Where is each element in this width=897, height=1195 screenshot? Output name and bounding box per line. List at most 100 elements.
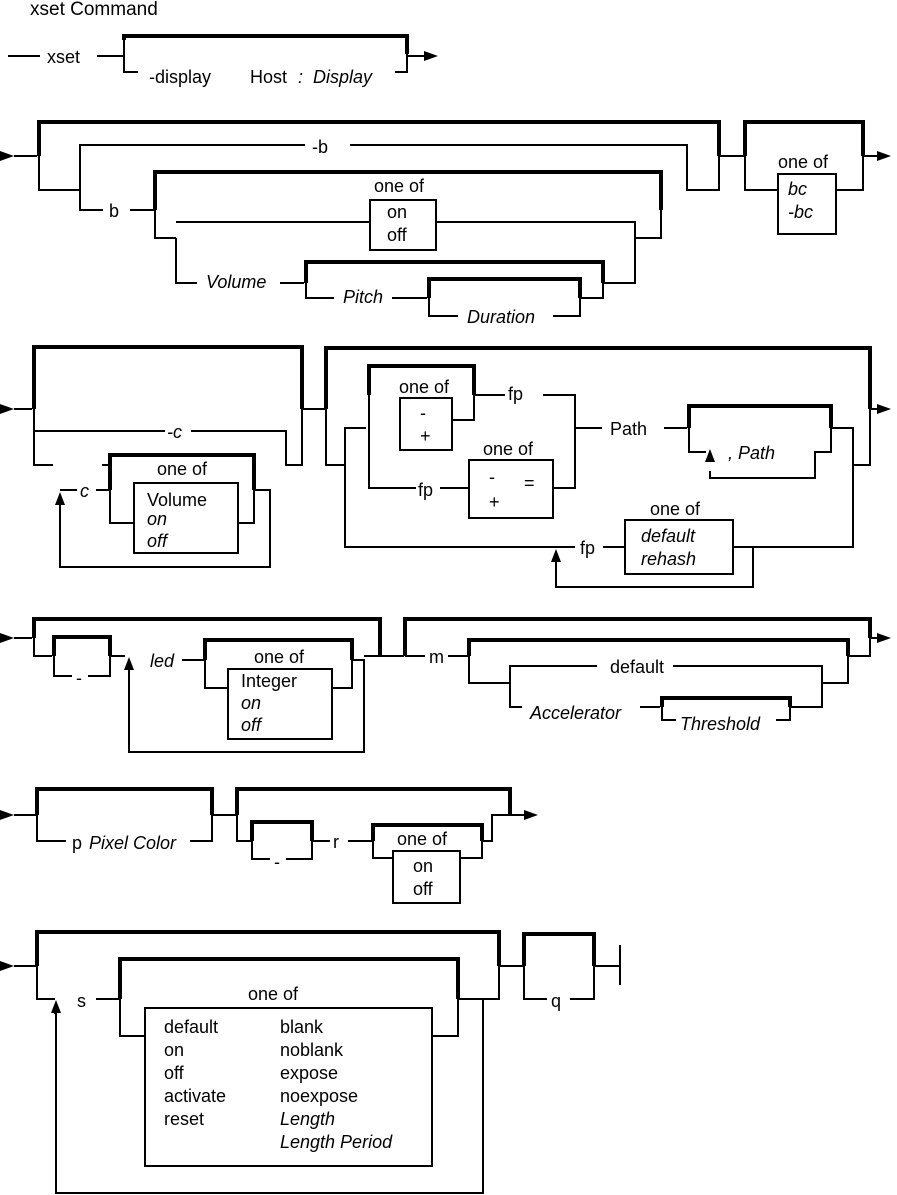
end-arrow-3 <box>877 404 891 414</box>
comma-path: , Path <box>728 443 775 463</box>
start-arrow-3 <box>0 404 14 414</box>
fp3-rehash: rehash <box>641 549 696 569</box>
one-of-bc-label: one of <box>778 152 829 172</box>
display-flag: -display <box>149 67 211 87</box>
led-option: led <box>150 651 175 671</box>
pixel-color: Pixel Color <box>89 833 177 853</box>
row-display: xset -display Host : Display <box>8 34 438 87</box>
s-col1-4: reset <box>164 1109 204 1129</box>
s-col2-2: expose <box>280 1063 338 1083</box>
m-option: m <box>429 647 444 667</box>
s-options-box <box>144 1007 433 1167</box>
diagram-title: xset Command <box>30 0 158 20</box>
duration-b: Duration <box>467 307 535 327</box>
row-click-fp: -c c one of Volume on off one of - + fp … <box>0 345 891 588</box>
repeat-arrow-fp3 <box>551 549 561 562</box>
one-of-s: one of <box>248 984 299 1004</box>
fp2-box <box>468 459 554 519</box>
row-bell: -b b one of on off Volume Pitch Duration… <box>0 120 891 327</box>
pitch-b: Pitch <box>343 287 383 307</box>
repeat-arrow-s <box>51 1000 61 1013</box>
fp1-box <box>399 397 453 451</box>
s-col2-1: noblank <box>280 1040 344 1060</box>
one-of-label-c: one of <box>157 459 208 479</box>
repeat-arrow-led <box>124 657 134 670</box>
c-volume: Volume <box>147 490 207 510</box>
end-arrow-5 <box>524 810 538 820</box>
on-off-box-b <box>369 199 437 251</box>
one-of-fp2: one of <box>483 439 534 459</box>
colon: : <box>298 67 303 87</box>
r-off: off <box>413 879 434 899</box>
start-arrow-2 <box>0 151 14 161</box>
s-col2-0: blank <box>280 1017 324 1037</box>
s-col2-4: Length <box>280 1109 335 1129</box>
cmd-xset: xset <box>47 47 80 67</box>
one-of-r: one of <box>397 829 448 849</box>
end-arrow <box>424 51 438 61</box>
repeat-arrow-c <box>55 492 65 505</box>
m-default: default <box>610 657 664 677</box>
repeat-arrow-path <box>705 449 715 462</box>
fp1-plus: + <box>420 426 431 446</box>
c-options-box <box>133 482 239 554</box>
fp3-box <box>624 519 734 575</box>
one-of-fp3: one of <box>650 499 701 519</box>
volume-b: Volume <box>206 272 266 292</box>
on-b: on <box>387 202 407 222</box>
c-off: off <box>147 531 169 551</box>
fp-option-1: fp <box>508 384 523 404</box>
end-arrow-2 <box>877 151 891 161</box>
one-of-fp1: one of <box>399 377 450 397</box>
led-off: off <box>241 715 263 735</box>
fp2-equals: = <box>524 473 535 493</box>
one-of-led: one of <box>254 647 305 667</box>
fp-option-2: fp <box>418 480 433 500</box>
led-box <box>227 668 333 740</box>
accelerator: Accelerator <box>529 703 622 723</box>
minus-c-option: -c <box>167 422 182 442</box>
fp2-plus: + <box>489 492 500 512</box>
c-on: on <box>147 509 167 529</box>
one-of-label-b: one of <box>374 176 425 196</box>
row-led-mouse: - led one of Integer on off m default Ac… <box>0 617 891 753</box>
q-option: q <box>551 991 561 1011</box>
fp1-minus: - <box>420 403 426 423</box>
path-label: Path <box>610 419 647 439</box>
display-value: Display <box>313 67 373 87</box>
fp3-default: default <box>641 526 696 546</box>
threshold: Threshold <box>680 714 761 734</box>
end-arrow-4 <box>877 633 891 643</box>
row-screensaver: s one of default on off activate reset b… <box>0 930 621 1194</box>
off-b: off <box>387 225 408 245</box>
s-col1-1: on <box>164 1040 184 1060</box>
s-col1-2: off <box>164 1063 185 1083</box>
led-dash: - <box>76 668 82 688</box>
r-option: r <box>333 832 339 852</box>
s-col1-3: activate <box>164 1086 226 1106</box>
fp2-minus: - <box>489 467 495 487</box>
s-col2-5: Length Period <box>280 1132 393 1152</box>
row-pixel-repeat: p Pixel Color - r one of on off <box>0 787 538 904</box>
s-option: s <box>77 991 86 1011</box>
minus-b-option: -b <box>312 137 328 157</box>
p-option: p <box>72 833 82 853</box>
r-dash: - <box>274 852 280 872</box>
s-col2-3: noexpose <box>280 1086 358 1106</box>
r-on: on <box>413 856 433 876</box>
bc-box <box>777 173 837 235</box>
s-col1-0: default <box>164 1017 218 1037</box>
r-box <box>392 850 461 904</box>
b-option: b <box>109 201 119 221</box>
fp-option-3: fp <box>580 538 595 558</box>
led-integer: Integer <box>241 671 297 691</box>
minus-bc-option: -bc <box>788 202 813 222</box>
bc-option: bc <box>788 179 807 199</box>
host-label: Host <box>250 67 287 87</box>
start-arrow-6 <box>0 961 14 971</box>
led-on: on <box>241 693 261 713</box>
c-option: c <box>80 481 89 501</box>
start-arrow-4 <box>0 633 14 643</box>
start-arrow-5 <box>0 810 14 820</box>
